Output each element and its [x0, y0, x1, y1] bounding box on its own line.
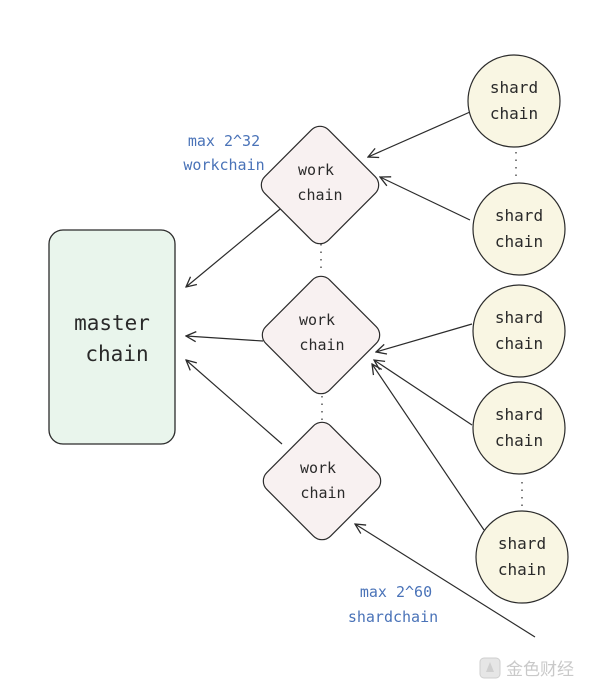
workchain-label-line1-1: work: [298, 161, 334, 179]
arrow-work2-to-master: [186, 336, 264, 341]
work-to-master-arrows: [186, 204, 286, 445]
shardchain-node-5: shard chain: [475, 510, 569, 604]
workchain-label-line2-1: chain: [297, 186, 342, 204]
shardchain-limit-note: max 2^60 shardchain: [348, 583, 438, 626]
shardchain-node-4: shard chain: [472, 381, 566, 475]
workchain-node-3: work chain: [262, 421, 382, 541]
shardchain-node-1: shard chain: [467, 54, 561, 148]
shard-to-work-arrows: [355, 111, 536, 638]
workchain-label-line1-2: work: [299, 311, 335, 329]
workchain-node-2: work chain: [261, 275, 381, 395]
shardchain-circle-3: [472, 284, 566, 378]
shardchain-node-2: shard chain: [472, 182, 566, 276]
ellipsis-connectors: [320, 152, 523, 510]
watermark-logo-mark: [486, 662, 494, 672]
shardchain-label-line2-4: chain: [495, 431, 543, 450]
workchain-diamond-1: [260, 125, 380, 245]
arrow-shard4-to-work2: [374, 360, 473, 426]
workchain-limit-note: max 2^32 workchain: [183, 132, 264, 174]
arrow-shard5-to-work2: [372, 364, 485, 531]
workchain-label-line2-2: chain: [299, 336, 344, 354]
shardchain-label-line2-3: chain: [495, 334, 543, 353]
shardchain-circle-2: [472, 182, 566, 276]
shardchain-node-3: shard chain: [472, 284, 566, 378]
workchain-limit-line1: max 2^32: [188, 132, 260, 150]
shardchain-label-line2-5: chain: [498, 560, 546, 579]
arrow-work1-to-master: [186, 204, 286, 287]
shardchain-circle-5: [475, 510, 569, 604]
shardchain-circle-1: [467, 54, 561, 148]
workchain-diamond-3: [262, 421, 382, 541]
watermark: 金色财经: [479, 657, 574, 680]
workchain-label-line2-3: chain: [300, 484, 345, 502]
shardchain-circle-4: [472, 381, 566, 475]
arrow-into-work3: [355, 524, 536, 638]
shardchain-label-line1-1: shard: [490, 78, 538, 97]
shardchain-label-line1-5: shard: [498, 534, 546, 553]
shardchain-limit-line1: max 2^60: [360, 583, 432, 601]
master-chain-label-line1: master: [74, 311, 150, 335]
shardchain-limit-line2: shardchain: [348, 608, 438, 626]
workchain-label-line1-3: work: [300, 459, 336, 477]
workchain-limit-line2: workchain: [183, 156, 264, 174]
arrow-shard3-to-work2: [376, 323, 473, 352]
workchain-node-1: work chain: [260, 125, 380, 245]
master-chain-label-line2: chain: [85, 342, 148, 366]
arrow-shard2-to-work1: [380, 177, 471, 221]
shardchain-label-line2-2: chain: [495, 232, 543, 251]
shardchain-label-line1-3: shard: [495, 308, 543, 327]
shardchain-label-line1-4: shard: [495, 405, 543, 424]
watermark-text: 金色财经: [506, 660, 574, 680]
arrow-shard1-to-work1: [368, 111, 471, 157]
workchain-diamond-2: [261, 275, 381, 395]
shardchain-label-line1-2: shard: [495, 206, 543, 225]
shardchain-label-line2-1: chain: [490, 104, 538, 123]
arrow-work3-to-master: [186, 360, 283, 445]
master-chain-box: [48, 229, 176, 445]
master-chain-node: master chain: [48, 229, 176, 445]
